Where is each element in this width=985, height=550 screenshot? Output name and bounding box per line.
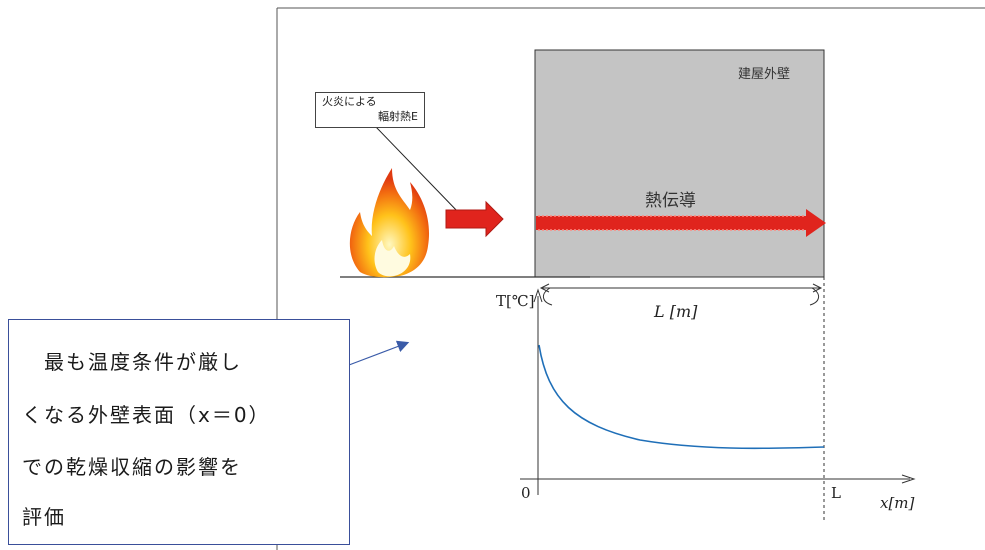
note-line-3: での乾燥収縮の影響を xyxy=(22,455,242,479)
callout-line-2: 輻射熱E xyxy=(378,110,418,123)
building-wall xyxy=(534,49,825,278)
conduction-arrow-icon xyxy=(536,209,826,237)
origin-label: 0 xyxy=(521,484,531,502)
radiation-arrow-icon xyxy=(445,200,504,238)
radiation-callout: 火炎による 輻射熱E xyxy=(315,92,425,128)
evaluation-note: 最も温度条件が厳し くなる外壁表面（x＝0） での乾燥収縮の影響を 評価 xyxy=(8,319,350,545)
wall-label: 建屋外壁 xyxy=(738,67,791,82)
note-line-1: 最も温度条件が厳し xyxy=(22,350,242,374)
y-axis-label: T[℃] xyxy=(496,292,535,310)
note-line-2: くなる外壁表面（x＝0） xyxy=(22,403,271,427)
temperature-curve xyxy=(538,344,825,450)
end-label: L xyxy=(831,484,841,502)
conduction-label: 熱伝導 xyxy=(645,191,696,211)
span-label: L [m] xyxy=(653,302,698,321)
x-axis-label: x[m] xyxy=(880,494,915,512)
note-pointer-arrow xyxy=(348,340,410,366)
callout-leader-line xyxy=(375,126,461,215)
flame-icon xyxy=(349,168,430,278)
callout-line-1: 火炎による xyxy=(322,95,377,108)
note-line-4: 評価 xyxy=(22,505,66,529)
